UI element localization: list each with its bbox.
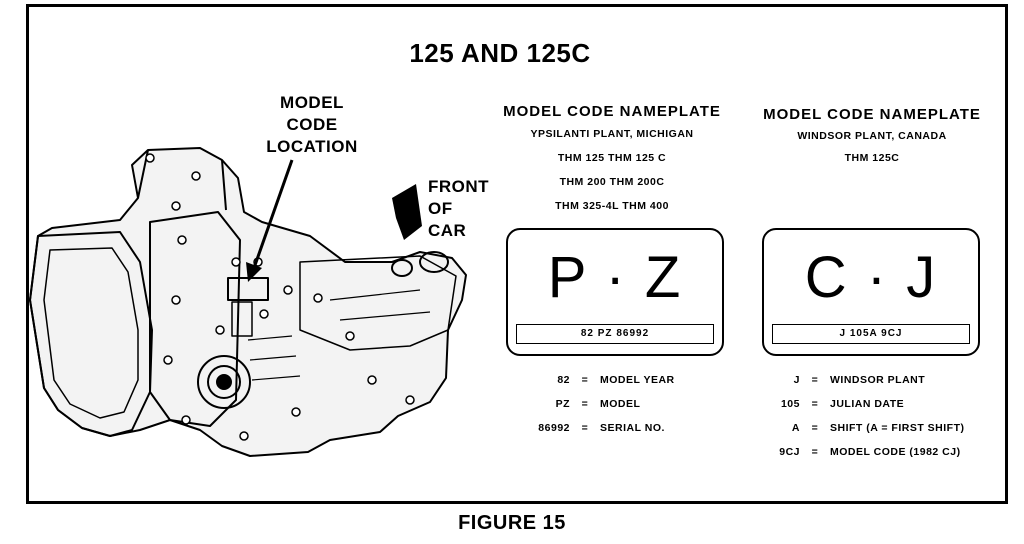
figure-title: 125 AND 125C bbox=[409, 38, 591, 68]
legend-windsor: J=WINDSOR PLANT 105=JULIAN DATE A=SHIFT … bbox=[756, 374, 964, 470]
transmission-drawing-icon bbox=[29, 147, 467, 457]
model-list-line: THM 200 THM 200C bbox=[559, 176, 665, 188]
legend-row: 82=MODEL YEAR bbox=[557, 374, 675, 386]
model-code-location-callout: MODEL CODE LOCATION bbox=[256, 92, 368, 158]
callout-line: CAR bbox=[428, 221, 467, 240]
legend-ypsilanti: 82=MODEL YEAR PZ=MODEL 86992=SERIAL NO. bbox=[520, 374, 675, 446]
legend-row: 9CJ=MODEL CODE (1982 CJ) bbox=[779, 446, 961, 458]
legend-row: 105=JULIAN DATE bbox=[780, 398, 905, 410]
figure-frame bbox=[26, 4, 1008, 504]
model-list-line: THM 125 THM 125 C bbox=[557, 152, 667, 164]
callout-line: CODE bbox=[286, 115, 338, 134]
callout-line: FRONT bbox=[428, 177, 490, 196]
model-list-line: THM 325-4L THM 400 bbox=[555, 200, 669, 212]
front-arrow-icon bbox=[392, 184, 422, 240]
legend-row: J=WINDSOR PLANT bbox=[793, 374, 926, 386]
legend-row: A=SHIFT (A = FIRST SHIFT) bbox=[791, 422, 965, 434]
model-list-line: THM 125C bbox=[844, 152, 900, 164]
legend-row: PZ=MODEL bbox=[555, 398, 641, 410]
plant-name: WINDSOR PLANT, CANADA bbox=[797, 130, 947, 142]
callout-line: LOCATION bbox=[266, 137, 358, 156]
legend-row: 86992=SERIAL NO. bbox=[538, 422, 665, 434]
nameplate-windsor: C · J J 105A 9CJ bbox=[762, 228, 980, 356]
pointer-arrow-icon bbox=[246, 159, 294, 282]
plant-name: YPSILANTI PLANT, MICHIGAN bbox=[530, 128, 694, 140]
nameplate-heading: MODEL CODE NAMEPLATE bbox=[763, 106, 981, 123]
plate-letters: P · Z bbox=[547, 245, 683, 310]
plate-letters: C · J bbox=[804, 245, 938, 310]
front-of-car-callout: FRONT OF CAR bbox=[428, 176, 489, 242]
plate-code: 82 PZ 86992 bbox=[516, 324, 714, 344]
nameplate-heading: MODEL CODE NAMEPLATE bbox=[503, 103, 721, 120]
figure-caption: FIGURE 15 bbox=[458, 512, 566, 534]
callout-line: OF bbox=[428, 199, 453, 218]
plate-code: J 105A 9CJ bbox=[772, 324, 970, 344]
callout-line: MODEL bbox=[280, 93, 344, 112]
nameplate-ypsilanti: P · Z 82 PZ 86992 bbox=[506, 228, 724, 356]
